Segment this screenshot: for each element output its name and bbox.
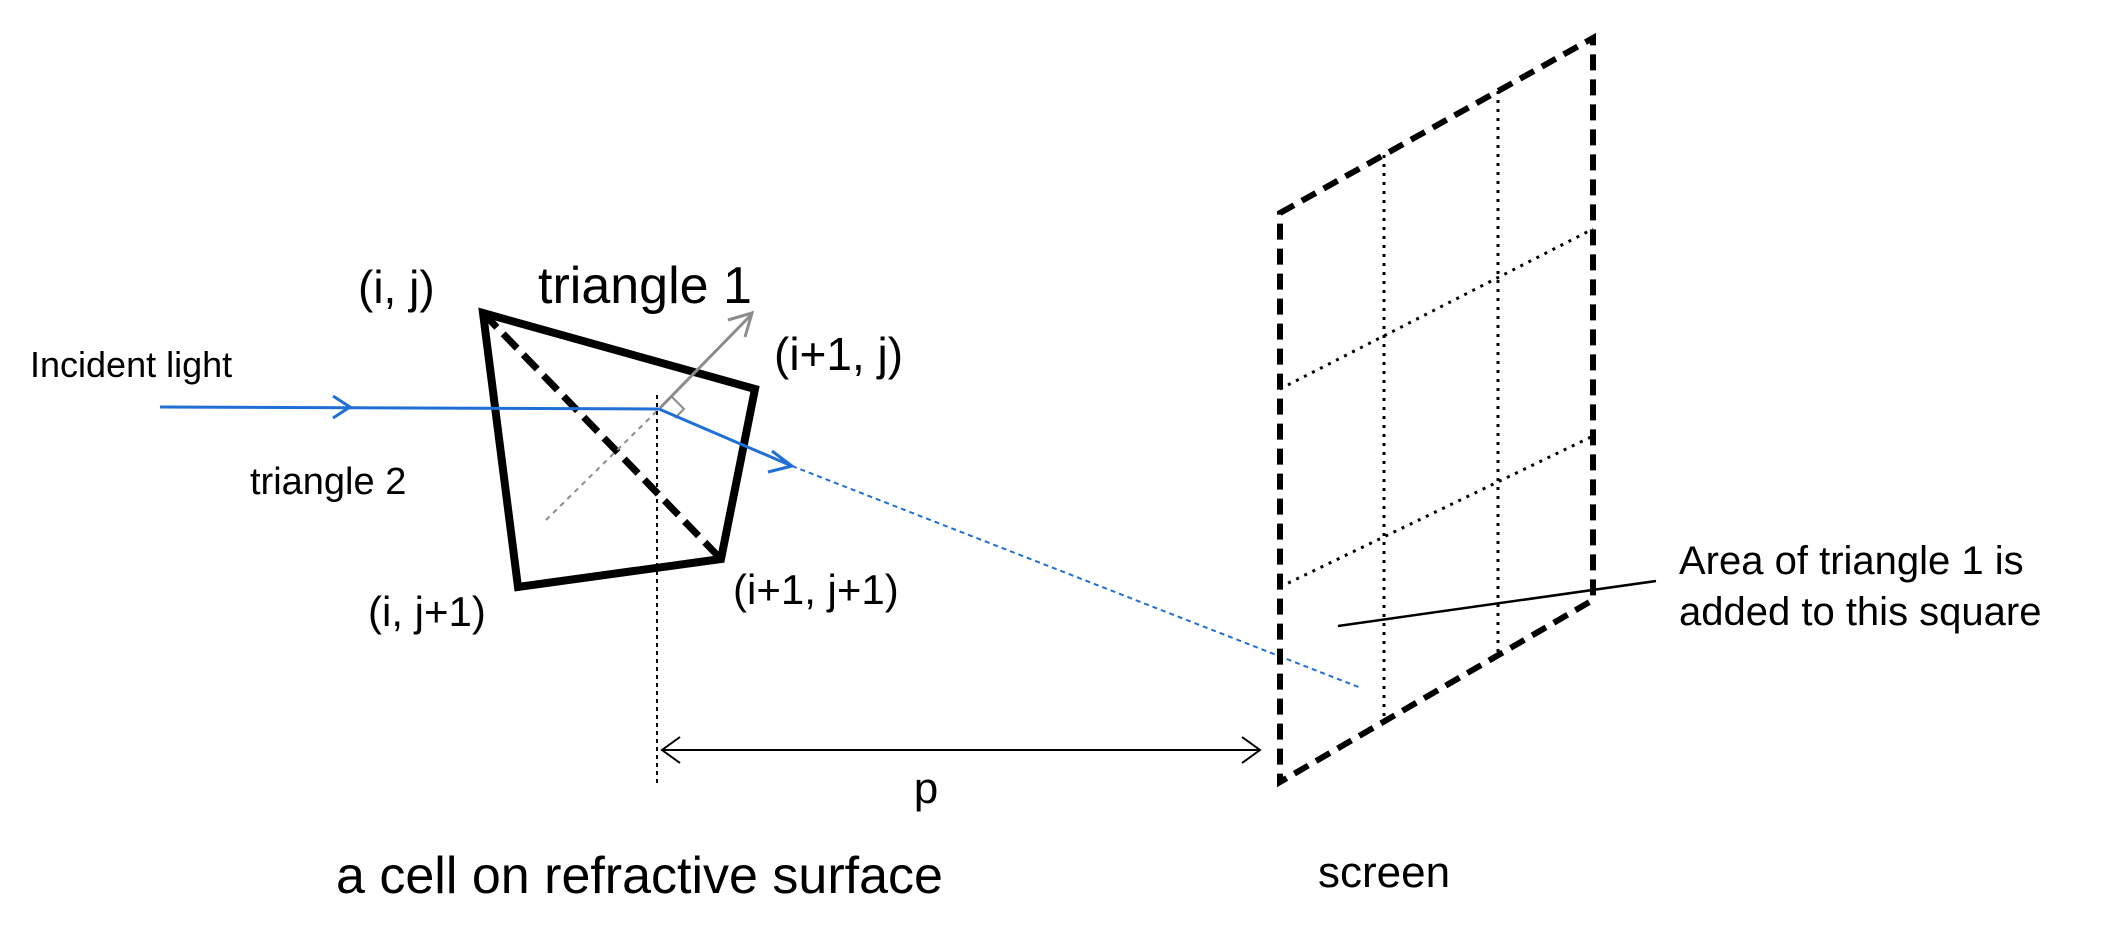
incident-ray [159, 405, 660, 411]
cell-quadrilateral [478, 307, 760, 592]
screen-outline [1277, 32, 1596, 788]
distance-arrow-left-head [660, 736, 681, 764]
refracted-ray-extension [791, 465, 1362, 689]
triangle-2-label: triangle 2 [250, 461, 406, 503]
vertex-label-i1-j1: (i+1, j+1) [733, 566, 899, 613]
screen-caption: screen [1318, 848, 1450, 897]
vertex-label-i-j: (i, j) [358, 261, 435, 313]
screen-grid-horizontal-1 [1279, 227, 1594, 391]
area-annotation-line-2: added to this square [1679, 590, 2041, 634]
right-angle-marker [671, 396, 686, 419]
distance-label: d [914, 770, 938, 819]
incident-light-label: Incident light [30, 344, 232, 385]
normal-vector [658, 314, 752, 410]
triangle-1-label: triangle 1 [538, 257, 752, 315]
normal-arrowhead [727, 310, 755, 338]
area-annotation-line-1: Area of triangle 1 is [1679, 539, 2024, 583]
incident-ray-arrowhead [332, 394, 353, 420]
cell-caption: a cell on refractive surface [336, 847, 943, 905]
screen-grid-horizontal-2 [1279, 434, 1594, 589]
vertex-label-i-j1: (i, j+1) [368, 588, 486, 635]
distance-arrow-right-head [1241, 736, 1262, 764]
vertex-label-i1-j: (i+1, j) [774, 328, 903, 380]
normal-dashed-line [545, 407, 661, 521]
refracted-ray [658, 407, 793, 468]
area-annotation-leader [1337, 579, 1657, 628]
